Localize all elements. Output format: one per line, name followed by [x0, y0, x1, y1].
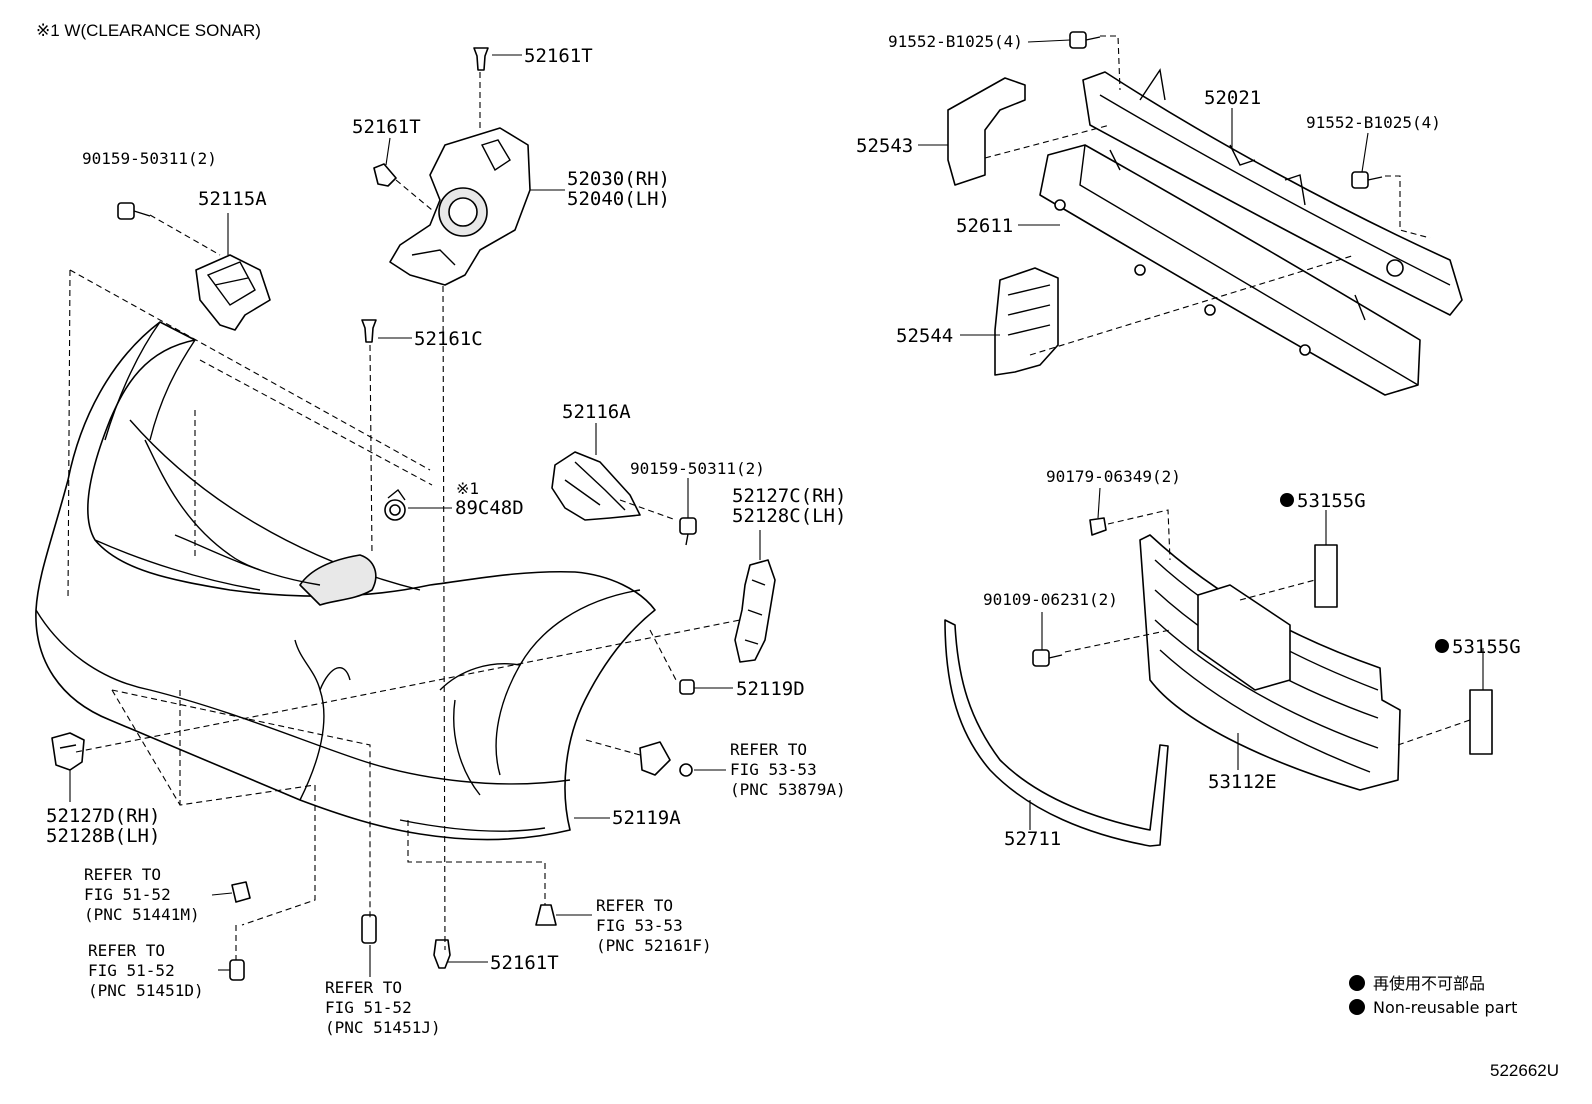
ref-line-1: REFER TO	[730, 740, 807, 759]
label-53155G-b: 53155G	[1452, 636, 1521, 658]
leader-lines	[69, 39, 1484, 977]
label-52611: 52611	[956, 215, 1013, 237]
bracket-52544	[994, 267, 1059, 376]
ref-line-3: (PNC 51451J)	[325, 1018, 441, 1037]
bracket-52115A	[195, 254, 271, 331]
non-reusable-dot	[1280, 493, 1294, 507]
screw-52119D	[679, 679, 695, 695]
ref-line-1: REFER TO	[84, 865, 161, 884]
ref-line-3: (PNC 53879A)	[730, 780, 846, 799]
label-52115A: 52115A	[198, 188, 267, 210]
clip-52161F	[535, 904, 557, 926]
molding-52711	[944, 619, 1169, 847]
label-52127C: 52127C(RH)	[732, 485, 846, 507]
clip-52161T-top	[473, 47, 489, 71]
ref-52161F: REFER TO FIG 53-53 (PNC 52161F)	[596, 896, 712, 955]
bolt-90109	[1032, 649, 1063, 667]
bolt-90159-a	[117, 202, 151, 220]
legend-dot-jp	[1349, 975, 1365, 991]
label-90159-b: 90159-50311(2)	[630, 459, 765, 478]
label-sonar-mark: ※1	[456, 479, 479, 498]
fastener-53879A	[639, 741, 693, 777]
label-52030: 52030(RH)	[567, 168, 670, 190]
label-52544: 52544	[896, 325, 953, 347]
bracket-52116A	[551, 451, 641, 521]
legend: 再使用不可部品 Non-reusable part	[1349, 974, 1517, 1017]
nut-51441M	[231, 881, 251, 903]
sonar-note: ※1 W(CLEARANCE SONAR)	[36, 21, 261, 40]
bracket-52543	[947, 77, 1026, 186]
label-91552-b: 91552-B1025(4)	[1306, 113, 1441, 132]
label-53155G-a-group: 53155G	[1280, 490, 1366, 512]
ref-line-3: (PNC 51451D)	[88, 981, 204, 1000]
label-53155G-a: 53155G	[1297, 490, 1366, 512]
assembly-lines-left	[67, 72, 741, 960]
assembly-lines-right-top	[984, 35, 1431, 356]
label-52040: 52040(LH)	[567, 188, 670, 210]
label-52119A: 52119A	[612, 807, 681, 829]
reinforcement-52611	[1039, 144, 1421, 396]
ref-line-1: REFER TO	[88, 941, 165, 960]
bolt-91552-a	[1069, 31, 1101, 49]
label-52127D: 52127D(RH)	[46, 805, 160, 827]
bolt-51451D	[229, 959, 245, 981]
label-90109: 90109-06231(2)	[983, 590, 1118, 609]
emblem-53155G-b	[1469, 689, 1493, 755]
screw-90179	[1089, 517, 1107, 536]
ref-line-2: FIG 53-53	[730, 760, 817, 779]
assembly-lines-right-bottom	[1064, 509, 1471, 746]
label-52021: 52021	[1204, 87, 1261, 109]
legend-jp: 再使用不可部品	[1373, 974, 1485, 993]
side-retainer-52127C	[734, 559, 776, 663]
ref-line-3: (PNC 51441M)	[84, 905, 200, 924]
ref-line-2: FIG 53-53	[596, 916, 683, 935]
ref-51451D: REFER TO FIG 51-52 (PNC 51451D)	[88, 941, 204, 1000]
label-52119D: 52119D	[736, 678, 805, 700]
figure-code: 522662U	[1490, 1061, 1559, 1080]
ref-line-1: REFER TO	[596, 896, 673, 915]
clip-52161T-bottom	[433, 939, 451, 969]
label-89C48D: 89C48D	[455, 497, 524, 519]
non-reusable-dot	[1435, 639, 1449, 653]
ref-line-3: (PNC 52161F)	[596, 936, 712, 955]
ref-line-2: FIG 51-52	[88, 961, 175, 980]
ref-51441M: REFER TO FIG 51-52 (PNC 51441M)	[84, 865, 200, 924]
ref-line-1: REFER TO	[325, 978, 402, 997]
bumper-retainer	[144, 439, 321, 586]
bolt-51451J	[361, 914, 377, 944]
legend-en: Non-reusable part	[1373, 998, 1517, 1017]
label-52161T-mid: 52161T	[352, 116, 421, 138]
label-90159-a: 90159-50311(2)	[82, 149, 217, 168]
ref-line-2: FIG 51-52	[325, 998, 412, 1017]
label-52128B: 52128B(LH)	[46, 825, 160, 847]
ref-53879A: REFER TO FIG 53-53 (PNC 53879A)	[730, 740, 846, 799]
label-53112E: 53112E	[1208, 771, 1277, 793]
legend-dot-en	[1349, 999, 1365, 1015]
ref-line-2: FIG 51-52	[84, 885, 171, 904]
label-52116A: 52116A	[562, 401, 631, 423]
label-52161T-bottom: 52161T	[490, 952, 559, 974]
label-91552-a: 91552-B1025(4)	[888, 32, 1023, 51]
label-52128C: 52128C(LH)	[732, 505, 846, 527]
bolt-90159-b	[679, 517, 697, 546]
absorber-52021	[1082, 68, 1463, 321]
label-90179: 90179-06349(2)	[1046, 467, 1181, 486]
label-52161C: 52161C	[414, 328, 483, 350]
label-53155G-b-group: 53155G	[1435, 636, 1521, 658]
side-support-52030	[389, 127, 531, 286]
clip-52161C	[361, 319, 377, 343]
label-52711: 52711	[1004, 828, 1061, 850]
emblem-53155G-a	[1314, 544, 1338, 608]
grille-53112E	[1139, 534, 1401, 791]
ref-51451J: REFER TO FIG 51-52 (PNC 51451J)	[325, 978, 441, 1037]
bolt-91552-b	[1351, 171, 1383, 189]
clip-52161T-mid	[373, 163, 397, 187]
label-52543: 52543	[856, 135, 913, 157]
bumper-cover-52119A	[35, 321, 656, 841]
label-52161T-top: 52161T	[524, 45, 593, 67]
sonar-sensor-89C48D	[384, 488, 406, 521]
cap-52127D	[51, 732, 85, 771]
